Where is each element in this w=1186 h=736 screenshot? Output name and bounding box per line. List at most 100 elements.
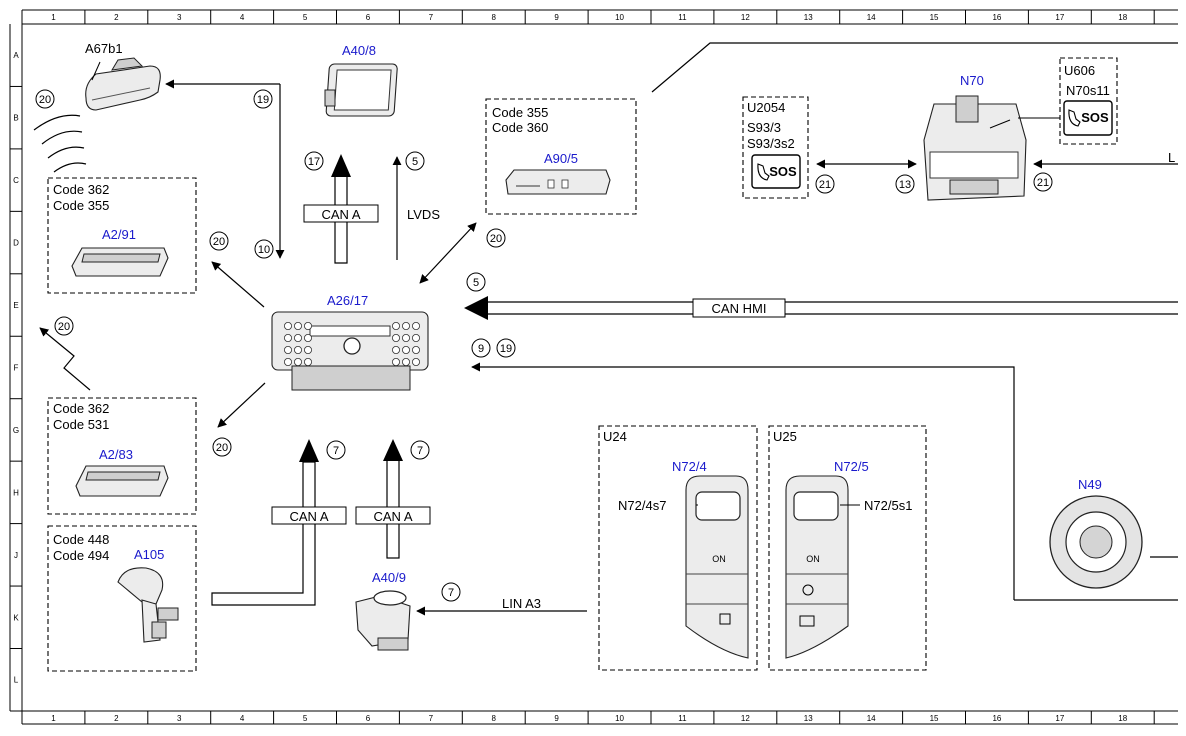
u2054-sos-button-icon — [751, 154, 801, 189]
can-a-bottom-right-bus — [383, 439, 403, 559]
column-label-top: 15 — [930, 13, 939, 22]
callout-c7-right: 7 — [410, 440, 430, 460]
column-label-top: 6 — [366, 13, 371, 22]
column-label-top: 11 — [678, 13, 687, 22]
callout-number: 21 — [1037, 177, 1049, 189]
callout-number: 5 — [412, 156, 418, 168]
callout-c5-lvds: 5 — [405, 151, 425, 171]
column-label-top: 2 — [114, 13, 119, 22]
callout-c13: 13 — [895, 174, 915, 194]
ignition-to-a26-line — [471, 362, 1015, 600]
group-box-a105 — [47, 525, 197, 672]
row-label: L — [14, 676, 19, 685]
group-box-u606 — [1059, 57, 1118, 145]
label-a67b1: A67b1 — [85, 41, 123, 56]
callout-number: 21 — [819, 179, 831, 191]
row-label: F — [14, 363, 19, 372]
callout-c5-hmi: 5 — [466, 272, 486, 292]
column-label-bottom: 17 — [1055, 714, 1064, 723]
group-box-a90-5 — [485, 98, 637, 215]
overhead-control-panel-n70-icon — [923, 95, 1060, 201]
label-u2054: U2054 — [747, 100, 785, 115]
column-label-top: 17 — [1055, 13, 1064, 22]
row-label: G — [13, 426, 19, 435]
callout-c10: 10 — [254, 239, 274, 259]
column-label-top: 5 — [303, 13, 308, 22]
column-label-bottom: 7 — [429, 714, 434, 723]
column-label-bottom: 16 — [992, 714, 1001, 723]
column-label-top: 1 — [51, 13, 56, 22]
code-a90-5-line2: Code 360 — [492, 120, 548, 135]
column-label-bottom: 2 — [114, 714, 119, 723]
on-label-right: ON — [806, 554, 820, 564]
callout-number: 20 — [58, 321, 70, 333]
can-a-top-label-box — [303, 204, 379, 223]
callout-c20-a2-83: 20 — [212, 437, 232, 457]
group-box-u25 — [768, 425, 927, 671]
column-label-bottom: 12 — [741, 714, 750, 723]
label-n72-4: N72/4 — [672, 459, 707, 474]
column-label-bottom: 3 — [177, 714, 182, 723]
code-a2-83-line2: Code 531 — [53, 417, 109, 432]
label-n72-4s7: N72/4s7 — [618, 498, 666, 513]
rearview-mirror-icon — [85, 57, 161, 111]
callout-number: 9 — [478, 343, 484, 355]
sos-button-right-label: SOS — [1081, 110, 1109, 125]
a67b1-leader — [91, 61, 101, 81]
column-label-bottom: 5 — [303, 714, 308, 723]
callout-c21-right: 21 — [1033, 172, 1053, 192]
column-label-top: 12 — [741, 13, 750, 22]
label-a40-9: A40/9 — [372, 570, 406, 585]
can-a-bottom-left-label: CAN A — [289, 509, 328, 524]
group-box-u24 — [598, 425, 758, 671]
callout-c20-antenna: 20 — [35, 89, 55, 109]
label-u25: U25 — [773, 429, 797, 444]
edge-l-label: L — [1168, 150, 1175, 165]
head-unit-a26-17-icon — [271, 311, 429, 391]
callout-c7-lin: 7 — [441, 582, 461, 602]
column-label-top: 8 — [492, 13, 497, 22]
column-label-bottom: 11 — [678, 714, 687, 723]
label-n70: N70 — [960, 73, 984, 88]
column-label-top: 9 — [554, 13, 559, 22]
row-label: H — [13, 488, 19, 497]
on-label-left: ON — [712, 554, 726, 564]
callout-c20-a90: 20 — [486, 228, 506, 248]
callout-c19-f: 19 — [496, 338, 516, 358]
code-a105-line1: Code 448 — [53, 532, 109, 547]
column-label-bottom: 15 — [930, 714, 939, 723]
label-a2-91: A2/91 — [102, 227, 136, 242]
callout-c7-left: 7 — [326, 440, 346, 460]
column-label-top: 3 — [177, 13, 182, 22]
display-a40-8-icon — [324, 63, 398, 117]
column-label-top: 13 — [804, 13, 813, 22]
lin-a3-label: LIN A3 — [502, 596, 541, 611]
label-n49: N49 — [1078, 477, 1102, 492]
code-a2-83-line1: Code 362 — [53, 401, 109, 416]
switch-panel-n72-5-icon — [785, 475, 849, 659]
grid-frame — [9, 9, 1178, 725]
column-label-top: 18 — [1118, 13, 1127, 22]
code-a90-5-line1: Code 355 — [492, 105, 548, 120]
row-label: J — [14, 551, 18, 560]
antenna-waves-icon — [33, 114, 87, 173]
label-n72-5: N72/5 — [834, 459, 869, 474]
column-label-top: 14 — [867, 13, 876, 22]
callout-number: 10 — [258, 244, 270, 256]
callout-number: 7 — [417, 445, 423, 457]
u606-sos-button-icon — [1063, 100, 1113, 136]
callout-number: 13 — [899, 179, 911, 191]
callout-c21-left: 21 — [815, 174, 835, 194]
column-label-top: 16 — [992, 13, 1001, 22]
row-label: K — [13, 613, 19, 622]
column-label-bottom: 10 — [615, 714, 624, 723]
can-hmi-label: CAN HMI — [712, 301, 767, 316]
switch-panel-n72-4-icon — [685, 475, 749, 659]
group-box-a2-83 — [47, 397, 197, 515]
callout-number: 5 — [473, 277, 479, 289]
callout-number: 20 — [39, 94, 51, 106]
